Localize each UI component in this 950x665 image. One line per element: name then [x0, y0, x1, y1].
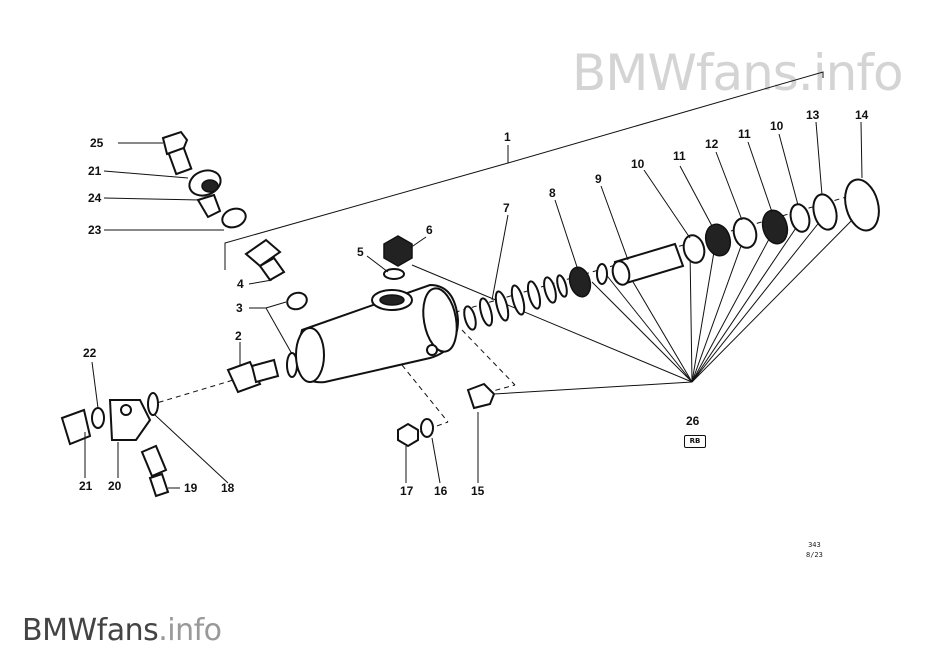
part-5-washer	[383, 268, 405, 280]
label-10b: 10	[770, 119, 784, 133]
part-16-washer	[420, 418, 434, 438]
cylinder-body	[294, 283, 460, 384]
part-14-circlip	[844, 178, 880, 232]
label-22: 22	[83, 346, 97, 360]
drawing-stamp: 343 8/23	[806, 540, 823, 560]
part-10-ring	[682, 234, 706, 264]
label-23: 23	[88, 223, 102, 237]
label-4: 4	[237, 277, 244, 291]
leader-lines	[84, 121, 863, 489]
part-9-piston	[611, 242, 685, 286]
part-11-seal-b	[761, 209, 789, 245]
label-7: 7	[503, 201, 510, 215]
badge-rb: RB	[684, 435, 706, 448]
bolt-axis-lines	[401, 364, 449, 423]
part-labels: 1 2 3 4 5 6 7 8 9 10 11 12 11 10 13 14 1…	[79, 108, 869, 498]
watermark-bottom: BMWfans.info	[22, 613, 222, 648]
label-2: 2	[235, 329, 242, 343]
label-19: 19	[184, 481, 198, 495]
label-12: 12	[705, 137, 719, 151]
stamp-line-1: 343	[808, 541, 821, 549]
label-17: 17	[400, 484, 414, 498]
watermark-top: BMWfans.info	[572, 44, 904, 102]
part-8-cup	[568, 266, 592, 298]
label-11: 11	[673, 149, 686, 163]
label-24: 24	[88, 191, 102, 205]
label-15: 15	[471, 484, 485, 498]
part-8-washer	[596, 263, 608, 285]
label-25: 25	[90, 136, 104, 150]
label-18: 18	[221, 481, 235, 495]
label-21: 21	[88, 164, 102, 178]
outlet-assembly	[60, 392, 170, 498]
label-6: 6	[426, 223, 433, 237]
label-11b: 11	[738, 127, 751, 141]
part-4-union	[244, 238, 286, 282]
label-9: 9	[595, 172, 602, 186]
part-3-seal	[286, 291, 308, 311]
part-15-plug	[466, 382, 496, 410]
part-13-ring	[812, 193, 838, 231]
part-12-washer	[732, 217, 758, 249]
label-10: 10	[631, 157, 645, 171]
watermark-bottom-main: BMWfans	[22, 613, 159, 648]
label-8: 8	[549, 186, 556, 200]
part-7-spring	[463, 274, 568, 331]
label-14: 14	[855, 108, 869, 122]
label-13: 13	[806, 108, 820, 122]
part-17-nut	[397, 422, 419, 448]
label-20: 20	[108, 479, 122, 493]
part-11-seal	[704, 223, 732, 257]
label-16: 16	[434, 484, 448, 498]
assembly-bracket	[224, 71, 824, 270]
part-10-ring-b	[789, 203, 811, 233]
part-6-cap	[383, 235, 413, 267]
label-26: 26	[686, 414, 700, 428]
label-21b: 21	[79, 479, 93, 493]
stamp-line-2: 8/23	[806, 551, 823, 559]
part-26-leader-lines	[411, 209, 863, 395]
label-5: 5	[357, 245, 364, 259]
label-1: 1	[504, 130, 511, 144]
bleeder-assembly	[161, 130, 247, 229]
part-2-connector	[226, 358, 280, 394]
assembly-axis	[149, 377, 241, 406]
watermark-bottom-tld: .info	[158, 613, 222, 648]
label-3: 3	[236, 301, 243, 315]
